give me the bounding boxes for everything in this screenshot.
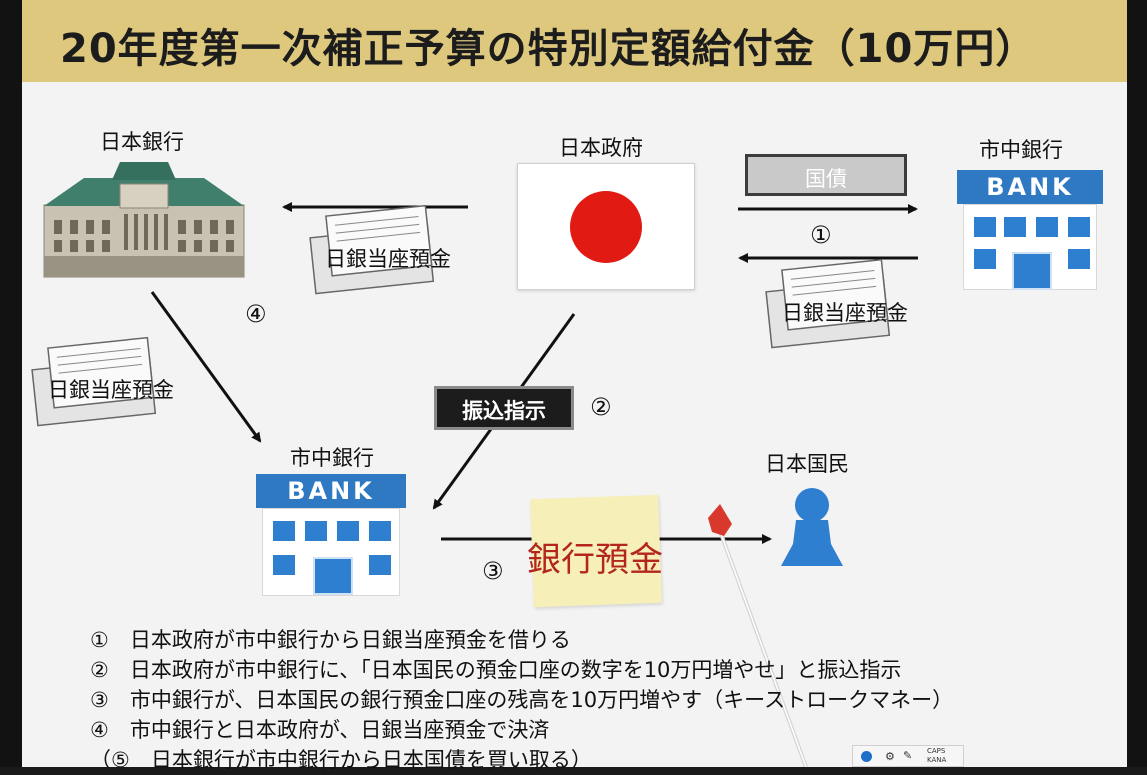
bank-window: [337, 521, 359, 541]
bank-window: [1068, 217, 1090, 237]
bond-tag: 国債: [745, 154, 907, 196]
passbook-icon: [765, 258, 891, 349]
boj-deposit-label-left: 日銀当座預金: [48, 378, 174, 402]
bank-building-icon-top-right: BANK: [957, 170, 1103, 290]
bank-door: [1012, 252, 1052, 290]
ime-mode-icon[interactable]: [861, 751, 872, 762]
bank-of-japan-building-icon: [43, 162, 245, 278]
step-note: ② 日本政府が市中銀行に、「日本国民の預金口座の数字を10万円増やせ」と振込指示: [90, 658, 902, 682]
citizens-label: 日本国民: [765, 452, 849, 476]
boj-deposit-label-right: 日銀当座預金: [782, 301, 908, 325]
screen-bezel-left: [0, 0, 22, 767]
boj-label: 日本銀行: [100, 130, 184, 154]
passbook-icon: [31, 336, 157, 427]
caps-label: CAPS: [927, 747, 946, 755]
bank-center-label: 市中銀行: [290, 446, 374, 470]
kana-label: KANA: [927, 756, 947, 764]
bond-tag-label: 国債: [805, 167, 847, 191]
bank-building-icon-center: BANK: [256, 474, 406, 596]
bank-sign: BANK: [256, 474, 406, 508]
ime-settings-icon[interactable]: ⚙: [885, 750, 895, 763]
ime-toolbar[interactable]: ⚙ ✎ CAPS KANA: [852, 745, 964, 767]
ime-caps-kana-indicator: CAPS KANA: [927, 747, 946, 765]
passbook-icon: [309, 204, 435, 295]
bank-window: [974, 249, 996, 269]
step-marker-2: ②: [590, 393, 612, 421]
bank-top-right-label: 市中銀行: [979, 138, 1063, 162]
citizen-person-icon: [781, 488, 843, 566]
step-note: ① 日本政府が市中銀行から日銀当座預金を借りる: [90, 628, 571, 652]
bank-window: [273, 521, 295, 541]
japan-flag-icon: [517, 163, 695, 290]
slide-title: 20年度第一次補正予算の特別定額給付金（10万円）: [60, 26, 1037, 72]
step-note: （⑤ 日本銀行が市中銀行から日本国債を買い取る）: [90, 748, 592, 772]
transfer-instruction-label: 振込指示: [462, 399, 546, 423]
bank-window: [273, 555, 295, 575]
bank-deposit-label: 銀行預金: [527, 540, 663, 580]
bank-window: [1036, 217, 1058, 237]
bank-window: [369, 555, 391, 575]
step-note: ④ 市中銀行と日本政府が、日銀当座預金で決済: [90, 718, 550, 742]
bank-window: [305, 521, 327, 541]
step-marker-1: ①: [810, 221, 832, 249]
wrench-icon[interactable]: ✎: [903, 749, 913, 762]
step-marker-4: ④: [245, 300, 267, 328]
step-note: ③ 市中銀行が、日本国民の銀行預金口座の残高を10万円増やす（キーストロークマネ…: [90, 688, 954, 712]
government-label: 日本政府: [559, 136, 643, 160]
transfer-instruction-tag: 振込指示: [434, 386, 574, 430]
bank-window: [369, 521, 391, 541]
flag-sun: [570, 191, 642, 263]
bank-window: [1004, 217, 1026, 237]
bank-window: [974, 217, 996, 237]
step-marker-3: ③: [482, 557, 504, 585]
step-notes-list: ① 日本政府が市中銀行から日銀当座預金を借りる ② 日本政府が市中銀行に、「日本…: [90, 625, 953, 775]
bank-sign: BANK: [957, 170, 1103, 204]
arrow-boj-to-bank: [150, 291, 262, 443]
bank-facade: [963, 204, 1097, 290]
boj-deposit-label-top: 日銀当座預金: [325, 247, 451, 271]
bank-door: [313, 557, 353, 595]
bank-facade: [262, 508, 400, 596]
slide-background: [22, 0, 1127, 767]
presenter-pointer-stick: [708, 504, 808, 767]
bank-window: [1068, 249, 1090, 269]
title-bar: 20年度第一次補正予算の特別定額給付金（10万円）: [22, 0, 1127, 82]
screen-bezel-right: [1127, 0, 1147, 767]
